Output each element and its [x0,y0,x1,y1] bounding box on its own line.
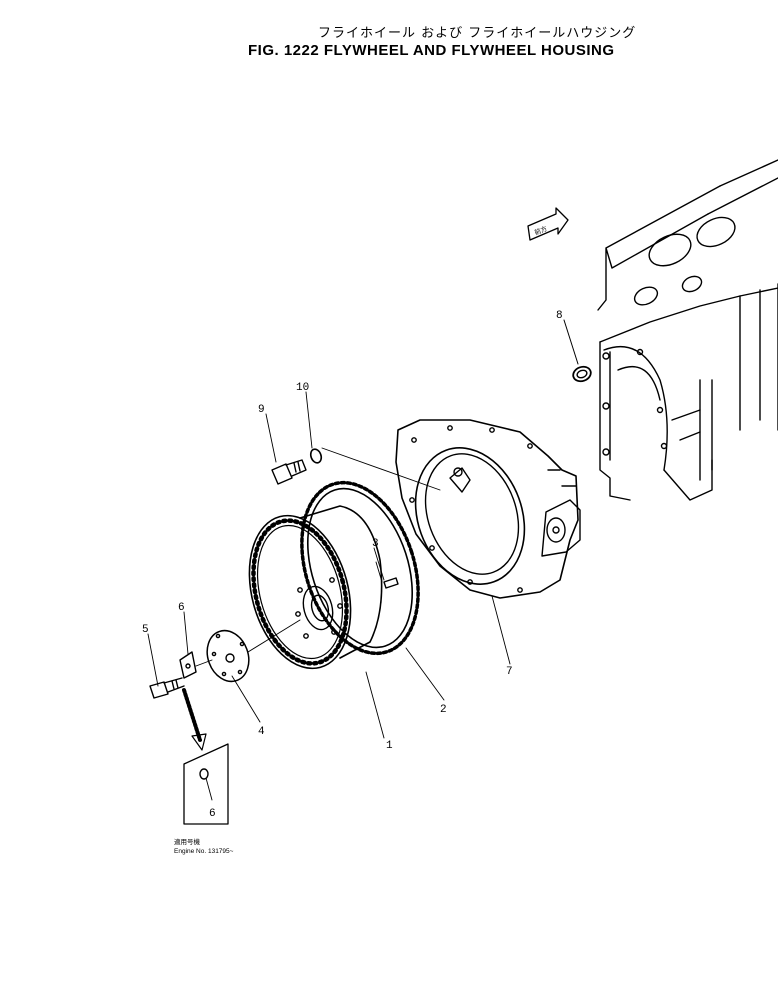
flywheel-part-1 [248,505,399,670]
plate-part-4 [206,629,250,683]
detail-box [183,743,229,825]
lock-plate-part-6 [179,651,197,679]
assembly-lines [195,447,441,667]
bolt-part-5 [149,677,185,699]
flywheel-housing-part-7 [395,419,581,599]
callout-1: 1 [386,740,393,752]
ring-gear-part-2 [300,480,420,656]
engine-block [597,159,778,501]
bolt-part-9 [271,459,307,485]
note-line-1: 適用号機 [174,837,201,846]
callout-7: 7 [506,666,513,678]
seal-ring-part-8 [563,319,592,383]
callout-2: 2 [440,704,447,716]
callout-numbers: 1 2 3 4 5 6 7 8 9 10 6 [142,310,563,820]
callout-5: 5 [142,624,149,636]
callout-3: 3 [372,538,379,550]
callout-10: 10 [296,382,309,394]
callout-8: 8 [556,310,563,322]
figure-title: FIG. 1222 FLYWHEEL AND FLYWHEEL HOUSING [248,42,615,59]
arrow-label: 前方 [533,223,549,236]
callout-6-detail: 6 [209,808,216,820]
callout-4: 4 [258,726,265,738]
applicability-note: 適用号機 Engine No. 131795~ [174,837,234,855]
front-direction-arrow: 前方 [527,207,569,241]
washer-part-10 [309,448,323,464]
callout-6: 6 [178,602,185,614]
title-japanese: フライホイール および フライホイールハウジング [318,26,637,41]
detail-arrow [182,688,207,751]
note-line-2: Engine No. 131795~ [174,848,234,855]
callout-leaders [147,391,511,739]
callout-9: 9 [258,404,265,416]
